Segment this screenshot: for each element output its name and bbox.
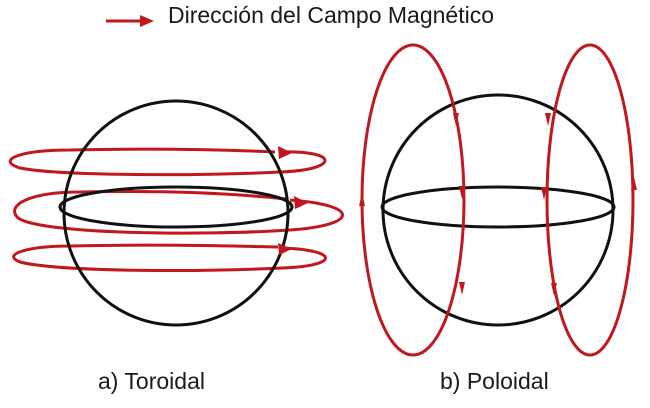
- poloidal-arrow-right-inner-1-icon: [545, 113, 551, 126]
- poloidal-arrow-right-outer-icon: [631, 177, 637, 190]
- poloidal-arrowheads: [359, 113, 637, 296]
- poloidal-arrow-left-inner-3-icon: [459, 282, 465, 295]
- toroidal-arrowheads: [278, 146, 308, 255]
- poloidal-loop-left: [360, 43, 466, 357]
- legend-label: Dirección del Campo Magnético: [168, 2, 494, 28]
- poloidal-arrow-right-inner-2-icon: [541, 187, 547, 200]
- toroidal-loop-top: [8, 147, 327, 177]
- toroidal-panel: [8, 99, 344, 327]
- poloidal-sphere: [381, 93, 615, 327]
- poloidal-arrow-left-inner-2-icon: [459, 186, 465, 199]
- toroidal-loop-bottom: [12, 243, 327, 272]
- toroidal-field-loops: [8, 147, 344, 272]
- toroidal-sphere: [62, 99, 290, 327]
- toroidal-loop-middle: [13, 189, 344, 235]
- caption-toroidal: a) Toroidal: [98, 368, 205, 394]
- poloidal-arrow-left-inner-1-icon: [453, 113, 459, 126]
- toroidal-arrow-top-icon: [278, 146, 292, 159]
- poloidal-arrow-left-outer-icon: [359, 193, 365, 206]
- poloidal-field-loops: [360, 43, 635, 357]
- poloidal-panel: [359, 43, 637, 357]
- legend-arrow-icon: [106, 15, 154, 27]
- poloidal-arrow-right-inner-3-icon: [551, 283, 557, 296]
- toroidal-arrow-middle-icon: [294, 196, 308, 209]
- poloidal-equator: [380, 185, 616, 229]
- toroidal-arrow-bottom-icon: [278, 243, 292, 255]
- caption-poloidal: b) Poloidal: [440, 368, 549, 394]
- toroidal-equator: [58, 185, 294, 229]
- poloidal-loop-right: [545, 43, 635, 357]
